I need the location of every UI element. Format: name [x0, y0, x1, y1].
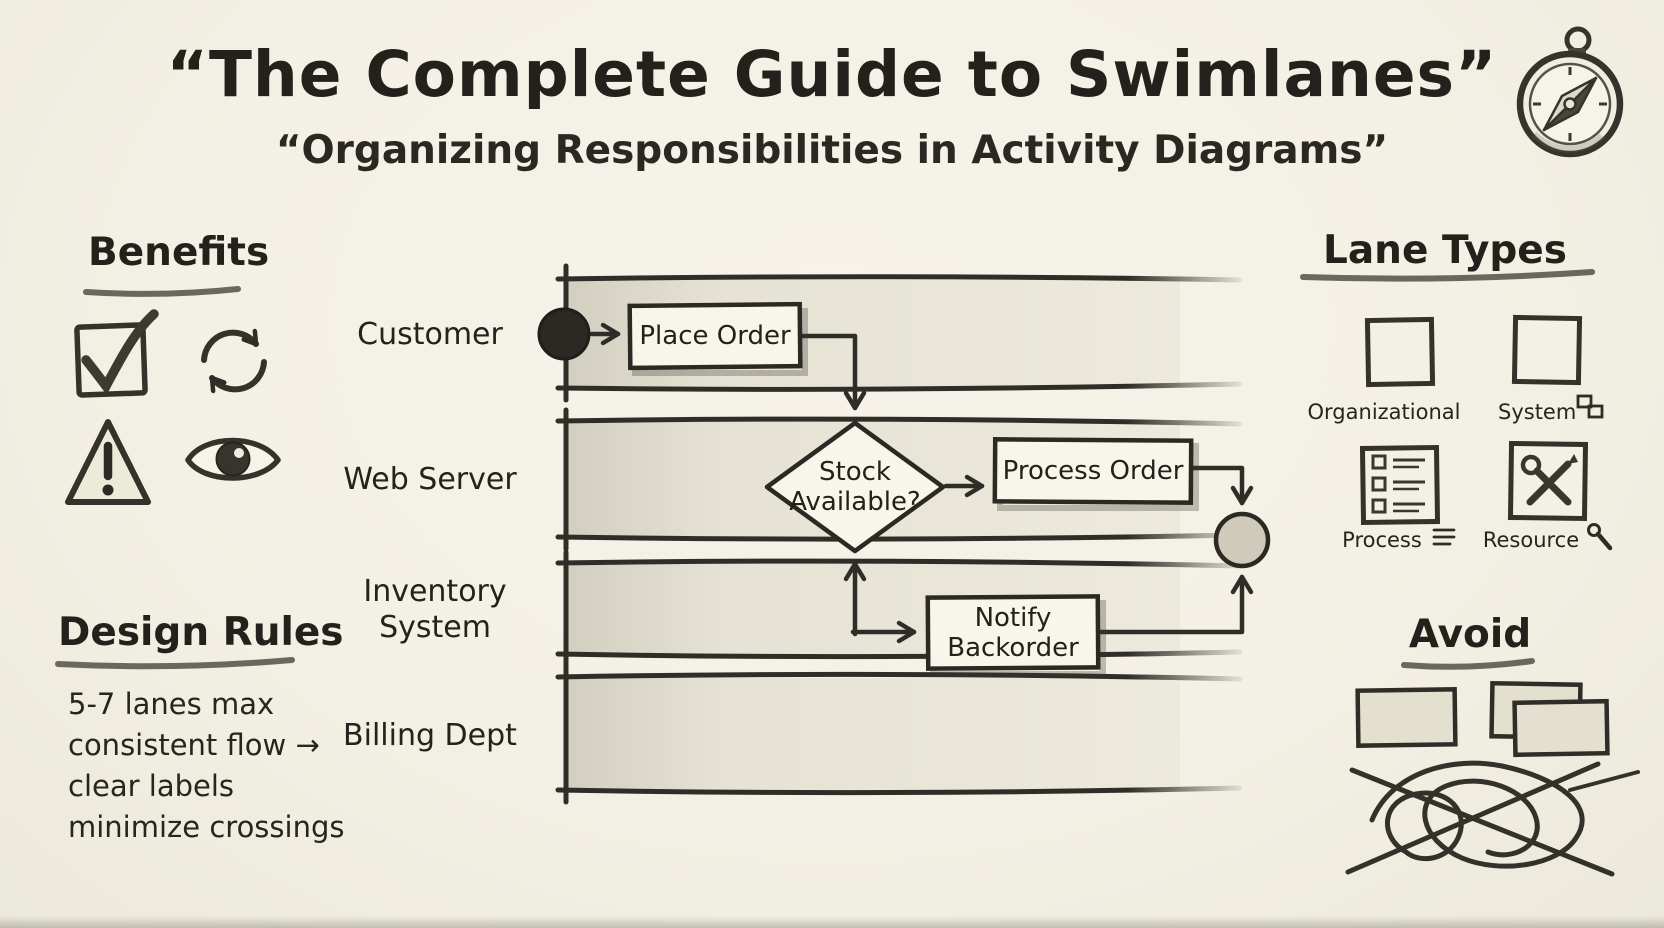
notify-backorder-box: [925, 594, 1106, 677]
notify-line1: Notify: [974, 602, 1052, 633]
warning-triangle-icon: [65, 419, 151, 505]
page-subtitle: “Organizing Responsibilities in Activity…: [275, 128, 1389, 173]
decision-diamond: [764, 420, 946, 554]
lane-inventory-system: [555, 549, 1243, 669]
avoid-boxes: [1355, 680, 1610, 758]
notify-line2: Backorder: [947, 632, 1079, 663]
lane-types-heading: Lane Types: [1323, 228, 1567, 273]
lane-label-inventory-system: Inventory System: [363, 574, 507, 645]
shaded-box: [1355, 687, 1458, 748]
page-title: “The Complete Guide to Swimlanes”: [166, 38, 1498, 111]
lane-type-label-system: System: [1498, 400, 1577, 424]
decision-line1: Stock: [819, 457, 891, 487]
compass-icon: [1516, 26, 1624, 158]
design-rule: minimize crossings: [68, 810, 345, 844]
overlapping-boxes: [1489, 680, 1610, 758]
lane-billing-dept: [555, 663, 1243, 805]
benefits-heading: Benefits: [88, 230, 270, 275]
lane-label-web-server: Web Server: [343, 462, 517, 497]
tangled-lines-icon: [1345, 760, 1640, 877]
flow-nodes: [537, 301, 1271, 677]
arrow-process-order-to-end: [1188, 465, 1254, 506]
system-card: [1511, 314, 1583, 386]
checklist-icon: [1371, 454, 1425, 514]
decision-label: Stock Available?: [770, 452, 940, 522]
lane-types-underline: [1300, 269, 1595, 282]
end-node: [1213, 511, 1271, 569]
place-order-label: Place Order: [639, 321, 791, 351]
linked-squares-icon: [1576, 394, 1604, 419]
decision-line2: Available?: [789, 487, 921, 517]
arrow-place-order-to-decision: [797, 333, 867, 411]
wrench-icon: [1587, 523, 1613, 551]
organizational-card: [1364, 316, 1436, 388]
process-card: [1359, 444, 1441, 526]
process-order-box: [992, 437, 1199, 511]
design-rule: clear labels: [68, 769, 234, 803]
start-node: [537, 307, 591, 361]
avoid-underline: [1401, 658, 1535, 670]
paper-bottom-edge: [0, 916, 1664, 928]
lane-type-cards: [1359, 314, 1589, 526]
design-rule: consistent flow →: [68, 728, 320, 762]
notify-backorder-label: Notify Backorder: [928, 597, 1098, 668]
resource-card: [1507, 440, 1589, 522]
lane-label-customer: Customer: [357, 317, 503, 352]
refresh-arrows-icon: [201, 333, 267, 390]
design-rules-list: 5-7 lanes max consistent flow → clear la…: [68, 684, 344, 848]
list-lines-icon: [1432, 528, 1456, 546]
lane-type-label-resource: Resource: [1482, 528, 1580, 552]
lane-label-billing-dept: Billing Dept: [343, 718, 517, 753]
design-rule: 5-7 lanes max: [68, 687, 275, 721]
place-order-box: [627, 301, 808, 376]
design-rules-underline: [55, 657, 295, 670]
crescent-moon-icon: [1462, 398, 1476, 426]
checkmark-box-icon: [74, 309, 159, 398]
eye-icon: [185, 437, 281, 481]
swimlanes: [555, 263, 1243, 805]
flow-connectors: [589, 322, 1254, 644]
crossed-tools-icon: [1520, 454, 1578, 506]
design-rules-heading: Design Rules: [58, 610, 344, 655]
process-order-label: Process Order: [1002, 456, 1184, 486]
avoid-heading: Avoid: [1408, 612, 1532, 657]
lane-type-mini-icons: [1432, 394, 1613, 551]
benefits-underline: [83, 286, 241, 297]
arrow-notify-backorder-to-end: [1095, 574, 1254, 635]
lane-type-label-organizational: Organizational: [1307, 400, 1461, 424]
lane-type-label-process: Process: [1342, 528, 1422, 552]
